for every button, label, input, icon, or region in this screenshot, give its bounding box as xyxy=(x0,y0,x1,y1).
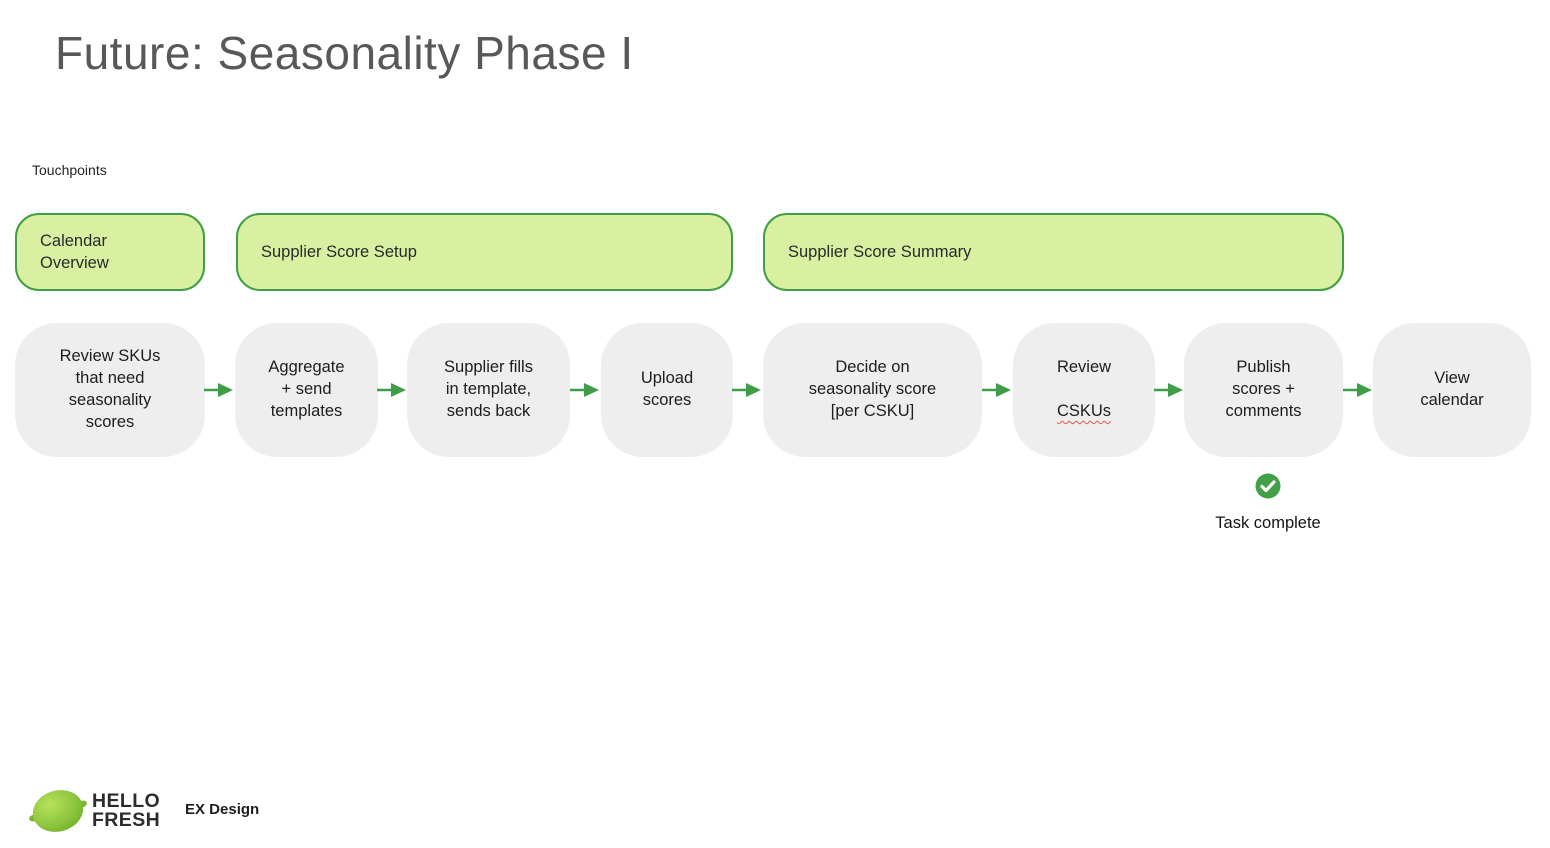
arrow-right-icon xyxy=(1343,383,1372,397)
step-label: Review CSKUs xyxy=(1057,357,1111,422)
brand-line2: FRESH xyxy=(92,808,161,831)
touchpoint-supplier-score-setup: Supplier Score Setup xyxy=(236,213,733,291)
step-label: Review SKUs that need seasonality scores xyxy=(59,347,161,431)
task-complete-label: Task complete xyxy=(1215,514,1321,532)
hellofresh-lime-icon xyxy=(29,790,87,832)
arrow-right-icon xyxy=(570,383,599,397)
page-title: Future: Seasonality Phase I xyxy=(55,27,634,79)
step-label: View calendar xyxy=(1420,369,1484,409)
step-decide-seasonality-score: Decide on seasonality score [per CSKU] xyxy=(763,323,982,457)
touchpoint-label: Supplier Score Summary xyxy=(788,242,972,261)
arrow-right-icon xyxy=(204,383,233,397)
step-review-cskus: Review CSKUs xyxy=(1013,323,1155,457)
touchpoint-calendar-overview: Calendar Overview xyxy=(15,213,205,291)
check-circle-icon xyxy=(1255,473,1281,499)
team-label: EX Design xyxy=(185,801,260,818)
step-label: Decide on seasonality score [per CSKU] xyxy=(808,358,937,420)
touchpoint-supplier-score-summary: Supplier Score Summary xyxy=(763,213,1344,291)
arrow-right-icon xyxy=(982,383,1011,397)
step-label-line1: Review xyxy=(1056,358,1112,377)
step-label: Aggregate + send templates xyxy=(268,358,345,420)
touchpoint-label: Supplier Score Setup xyxy=(261,242,417,261)
arrow-right-icon xyxy=(1154,383,1183,397)
step-view-calendar: View calendar xyxy=(1373,323,1531,457)
hellofresh-wordmark: HELLO FRESH xyxy=(92,790,161,831)
step-upload-scores: Upload scores xyxy=(601,323,733,457)
step-supplier-fills-template: Supplier fills in template, sends back xyxy=(407,323,570,457)
arrow-right-icon xyxy=(732,383,761,397)
touchpoint-label: Calendar Overview xyxy=(40,231,109,272)
step-label: Upload scores xyxy=(640,369,694,409)
step-label: Publish scores + comments xyxy=(1225,358,1302,420)
step-label-line2-misspelled: CSKUs xyxy=(1056,401,1112,420)
step-label: Supplier fills in template, sends back xyxy=(444,358,533,420)
step-review-skus: Review SKUs that need seasonality scores xyxy=(15,323,205,457)
step-publish-scores-comments: Publish scores + comments xyxy=(1184,323,1343,457)
arrow-right-icon xyxy=(377,383,406,397)
touchpoints-section-label: Touchpoints xyxy=(32,162,107,178)
brand-line1: HELLO xyxy=(92,790,161,812)
step-aggregate-send-templates: Aggregate + send templates xyxy=(235,323,378,457)
